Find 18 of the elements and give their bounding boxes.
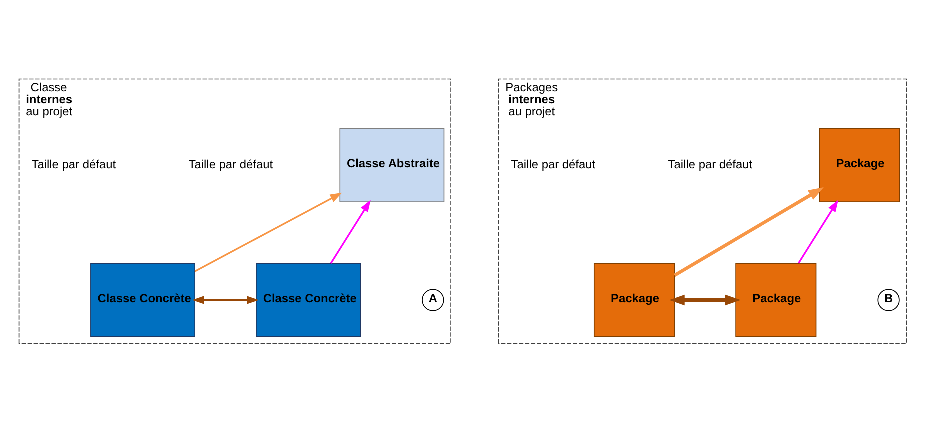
label: Taille par défaut [668, 158, 753, 172]
node-box: Classe Concrète [256, 263, 362, 338]
node-box: Classe Concrète [90, 263, 196, 338]
node-box: Classe Abstraite [340, 128, 445, 203]
arrow [798, 200, 838, 264]
node-circle: A [422, 289, 444, 312]
node-box: Package [819, 128, 900, 203]
arrow [674, 187, 824, 278]
node-box: Package [736, 263, 817, 338]
arrow [669, 294, 741, 306]
node-circle: B [878, 289, 900, 312]
label: Taille par défaut [188, 158, 274, 172]
arrow [194, 192, 342, 272]
label: Taille par défaut [511, 158, 596, 172]
arrow [330, 200, 371, 264]
arrow [192, 296, 260, 304]
node-box: Package [594, 263, 676, 338]
label: Taille par défaut [32, 158, 116, 172]
